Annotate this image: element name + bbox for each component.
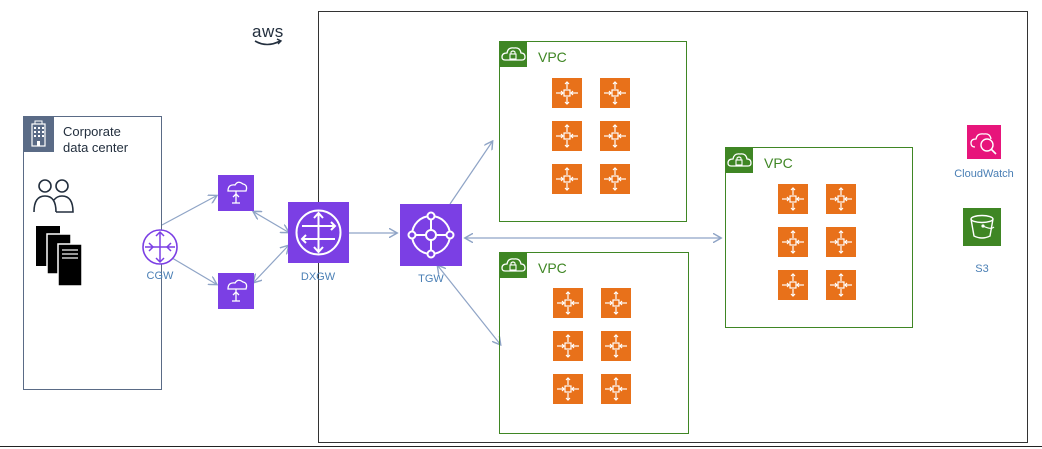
customer-gateway-icon (142, 229, 178, 265)
s3-bucket-icon (970, 214, 995, 239)
instance-icon (601, 288, 631, 318)
cgw-label: CGW (146, 270, 174, 282)
instance-icon (826, 227, 856, 257)
dxgw-label: DXGW (300, 271, 336, 283)
cloud-lock-icon (727, 153, 752, 167)
aws-smile-icon (254, 38, 283, 46)
vpc-bottom-badge (499, 252, 527, 278)
direct-connect-gateway (288, 202, 349, 263)
vpc-top-label: VPC (538, 49, 567, 65)
instance-icon (553, 374, 583, 404)
vpc-top-badge (499, 41, 527, 67)
instance-icon (601, 331, 631, 361)
corporate-data-center-label: Corporate data center (63, 124, 129, 155)
s3-service (963, 208, 1001, 246)
instance-icon (553, 331, 583, 361)
instance-icon (552, 164, 582, 194)
dx-bottom-to-dxgw-connector (254, 246, 288, 282)
tgw-to-vpc-bottom-connector (438, 266, 500, 344)
instance-icon (552, 121, 582, 151)
instance-icon (778, 270, 808, 300)
cloudwatch-label: CloudWatch (954, 168, 1014, 180)
users-icon (33, 179, 74, 213)
tgw-label: TGW (418, 273, 444, 285)
transit-gateway (400, 204, 462, 266)
instance-icon (553, 288, 583, 318)
direct-connect-icon (227, 181, 248, 204)
servers-icon (36, 226, 83, 287)
instance-icon (552, 78, 582, 108)
cloudwatch-service (967, 125, 1001, 159)
aws-logo-text: aws (252, 22, 284, 41)
building-icon (31, 120, 46, 147)
direct-connect-bottom (218, 273, 254, 309)
cloud-lock-icon (501, 258, 526, 272)
vpc-bottom (499, 252, 689, 434)
cloud-lock-icon (501, 47, 526, 61)
direct-connect-icon (227, 279, 248, 302)
cgw-to-dx-top-connector (161, 196, 216, 226)
vpc-right-label: VPC (764, 155, 793, 171)
instance-icon (600, 121, 630, 151)
instance-icon (826, 184, 856, 214)
vpc-right (725, 147, 913, 328)
instance-icon (600, 78, 630, 108)
tgw-to-vpc-top-connector (449, 142, 492, 205)
direct-connect-top (218, 175, 254, 211)
s3-label: S3 (975, 263, 989, 275)
page-bottom-rule (0, 446, 1042, 447)
instance-icon (778, 227, 808, 257)
corporate-building-badge (23, 116, 54, 152)
instance-icon (778, 184, 808, 214)
instance-icon (600, 164, 630, 194)
instance-icon (826, 270, 856, 300)
aws-logo: aws (252, 22, 286, 50)
cloudwatch-icon (970, 133, 997, 155)
vpc-right-badge (725, 147, 753, 173)
vpc-top (499, 41, 687, 222)
direct-connect-gateway-icon (295, 209, 342, 256)
transit-gateway-icon (407, 211, 455, 259)
instance-icon (601, 374, 631, 404)
vpc-bottom-label: VPC (538, 260, 567, 276)
dx-top-to-dxgw-connector (254, 212, 288, 232)
